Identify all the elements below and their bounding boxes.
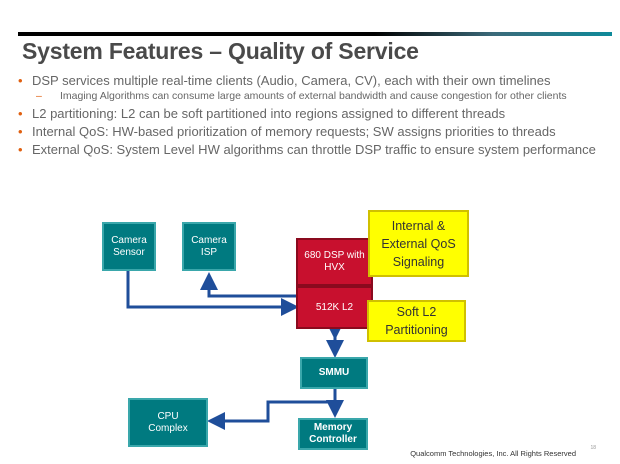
sub-bullet-item: – Imaging Algorithms can consume large am… [18,90,608,102]
camera-isp-block: Camera ISP [182,222,236,271]
page-number: 18 [590,445,596,451]
bullet-dot-icon: • [18,124,23,139]
bullet-dot-icon: • [18,73,23,88]
slide-title: System Features – Quality of Service [22,38,419,64]
title-rule [18,32,612,36]
bullet-item: • DSP services multiple real-time clients… [18,72,608,89]
footer-copyright: Qualcomm Technologies, Inc. All Rights R… [410,449,576,458]
soft-l2-callout: Soft L2 Partitioning [367,300,466,342]
bullet-item: • Internal QoS: HW-based prioritization o… [18,123,608,140]
bullet-text: Internal QoS: HW-based prioritization of… [32,124,556,139]
bullet-item: • L2 partitioning: L2 can be soft partiti… [18,105,608,122]
sub-bullet-text: Imaging Algorithms can consume large amo… [60,90,567,102]
bullet-text: L2 partitioning: L2 can be soft partitio… [32,106,506,121]
memory-controller-block: Memory Controller [298,418,368,450]
l2-cache-block: 512K L2 [296,286,373,329]
smmu-to-cpu-arrow [207,400,335,430]
bullet-list: • DSP services multiple real-time clients… [18,72,608,159]
bullet-dot-icon: • [18,142,23,157]
cpu-complex-block: CPU Complex [128,398,208,447]
bullet-dot-icon: • [18,106,23,121]
sensor-to-l2-arrow [126,271,299,316]
l2-to-isp-arrow [200,272,296,298]
bullet-item: • External QoS: System Level HW algorithm… [18,141,608,158]
bullet-text: External QoS: System Level HW algorithms… [32,142,596,157]
qos-signaling-callout: Internal & External QoS Signaling [368,210,469,277]
dsp-block: 680 DSP with HVX [296,238,373,286]
sub-bullet-dash-icon: – [36,90,42,102]
bullet-text: DSP services multiple real-time clients … [32,73,551,88]
smmu-block: SMMU [300,357,368,389]
camera-sensor-block: Camera Sensor [102,222,156,271]
